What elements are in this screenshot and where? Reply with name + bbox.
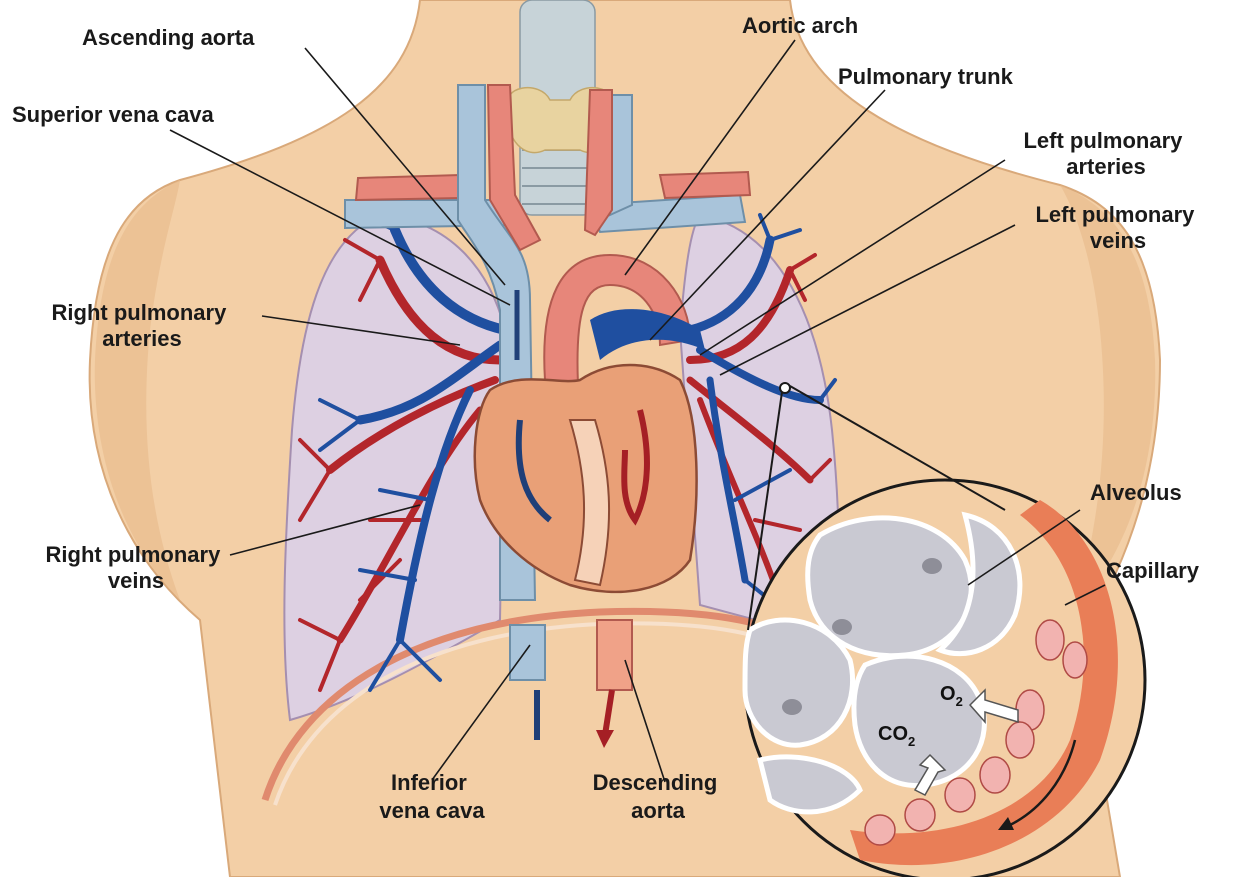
label-right-pulmonary-veins-line2: veins <box>108 568 164 593</box>
label-alveolus: Alveolus <box>1090 480 1182 505</box>
label-pulmonary-trunk: Pulmonary trunk <box>838 64 1014 89</box>
label-aortic-arch: Aortic arch <box>742 13 858 38</box>
label-superior-vena-cava: Superior vena cava <box>12 102 215 127</box>
label-inferior-vena-cava-line2: vena cava <box>379 798 485 823</box>
label-capillary: Capillary <box>1106 558 1200 583</box>
carotid-left <box>585 90 612 235</box>
jugular-left <box>610 95 632 215</box>
label-right-pulmonary-arteries-line2: arteries <box>102 326 182 351</box>
label-left-pulmonary-arteries-line2: arteries <box>1066 154 1146 179</box>
label-left-pulmonary-veins-line1: Left pulmonary <box>1035 202 1195 227</box>
label-ascending-aorta: Ascending aorta <box>82 25 255 50</box>
label-left-pulmonary-arteries-line1: Left pulmonary <box>1023 128 1183 153</box>
label-oxygen-base: O <box>940 683 956 705</box>
label-left-pulmonary-arteries: Left pulmonary arteries <box>1023 128 1188 179</box>
descending-aorta-vessel <box>597 620 632 690</box>
subclavian-artery-left <box>660 172 750 198</box>
label-right-pulmonary-veins-line1: Right pulmonary <box>46 542 222 567</box>
label-descending-aorta-line1: Descending <box>593 770 718 795</box>
label-left-pulmonary-veins-line2: veins <box>1090 228 1146 253</box>
label-oxygen-sub: 2 <box>956 694 963 709</box>
inferior-vena-cava <box>510 625 545 680</box>
label-right-pulmonary-arteries-line1: Right pulmonary <box>52 300 228 325</box>
label-carbon-dioxide-base: CO <box>878 723 908 745</box>
label-carbon-dioxide-sub: 2 <box>908 734 915 749</box>
label-descending-aorta-line2: aorta <box>631 798 686 823</box>
subclavian-artery-right <box>356 175 462 200</box>
alveolus-inset <box>745 480 1145 877</box>
label-inferior-vena-cava-line1: Inferior <box>391 770 467 795</box>
